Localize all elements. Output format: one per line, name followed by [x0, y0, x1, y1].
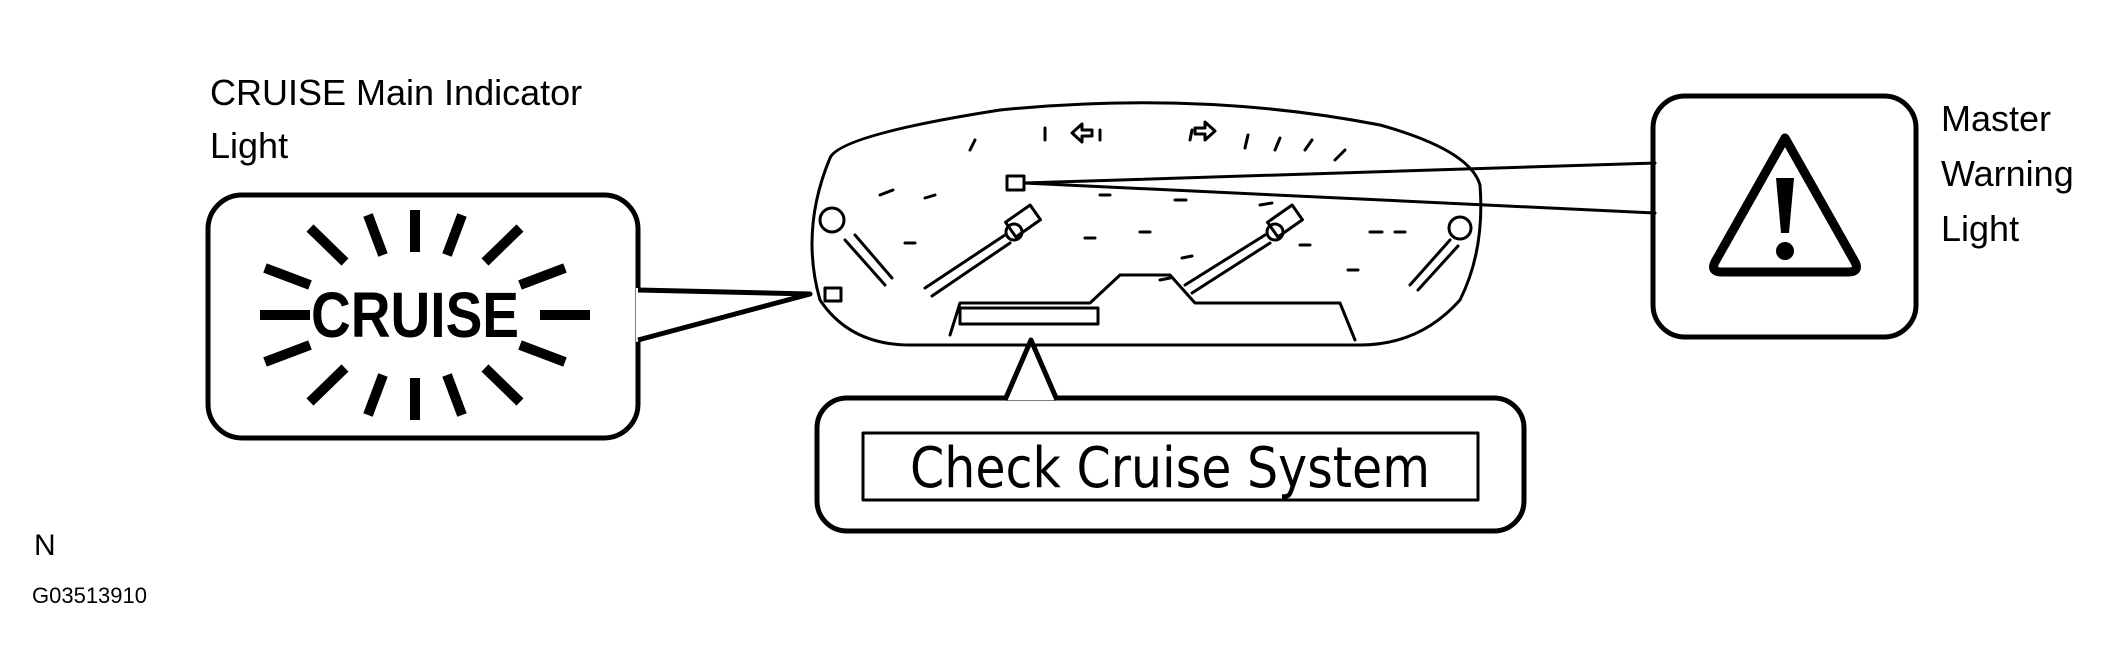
master-warning-leader-bottom [1022, 181, 1657, 215]
master-warning-label-line2: Warning [1941, 153, 2074, 194]
cruise-main-lamp [823, 286, 843, 303]
figure-id: G03513910 [32, 583, 147, 608]
turn-left-arrow-icon [1070, 122, 1094, 144]
cluster-bezel [810, 101, 1483, 347]
cluster-tick-marks [878, 126, 1407, 282]
instrument-cluster [810, 101, 1483, 347]
message-display-frame [861, 431, 1480, 502]
speedometer-needle [923, 203, 1042, 298]
cruise-indicator-label-line2: Light [210, 125, 288, 166]
multi-info-display [958, 306, 1100, 326]
cluster-center-panel [948, 273, 1357, 342]
master-warning-label-line1: Master [1941, 98, 2051, 139]
display-message-text: Check Cruise System [910, 436, 1430, 501]
message-callout: Check Cruise System [814, 337, 1527, 534]
message-callout-pointer [1002, 337, 1060, 401]
master-warning-label: Master Warning Light [1941, 98, 2074, 249]
cruise-indicator-label-line1: CRUISE Main Indicator [210, 72, 582, 113]
cruise-callout: CRUISE [205, 192, 813, 441]
orientation-mark: N [34, 529, 56, 562]
cruise-indicator-icon-text: CRUISE [311, 279, 519, 351]
warning-triangle-icon [1709, 133, 1861, 277]
cruise-indicator-label: CRUISE Main Indicator Light [210, 72, 582, 166]
cruise-callout-pointer [637, 287, 813, 343]
tachometer-needle [1183, 203, 1304, 295]
master-warning-callout [1022, 93, 1919, 340]
turn-right-arrow-icon [1193, 120, 1217, 142]
temperature-gauge-needle [1408, 215, 1473, 292]
master-warning-callout-box [1650, 93, 1919, 340]
fuel-gauge-needle [818, 206, 894, 287]
master-warning-lamp [1005, 174, 1026, 192]
message-callout-box [814, 395, 1527, 534]
flash-rays-icon [260, 210, 590, 420]
master-warning-leader-top [1022, 161, 1657, 185]
master-warning-label-line3: Light [1941, 208, 2019, 249]
